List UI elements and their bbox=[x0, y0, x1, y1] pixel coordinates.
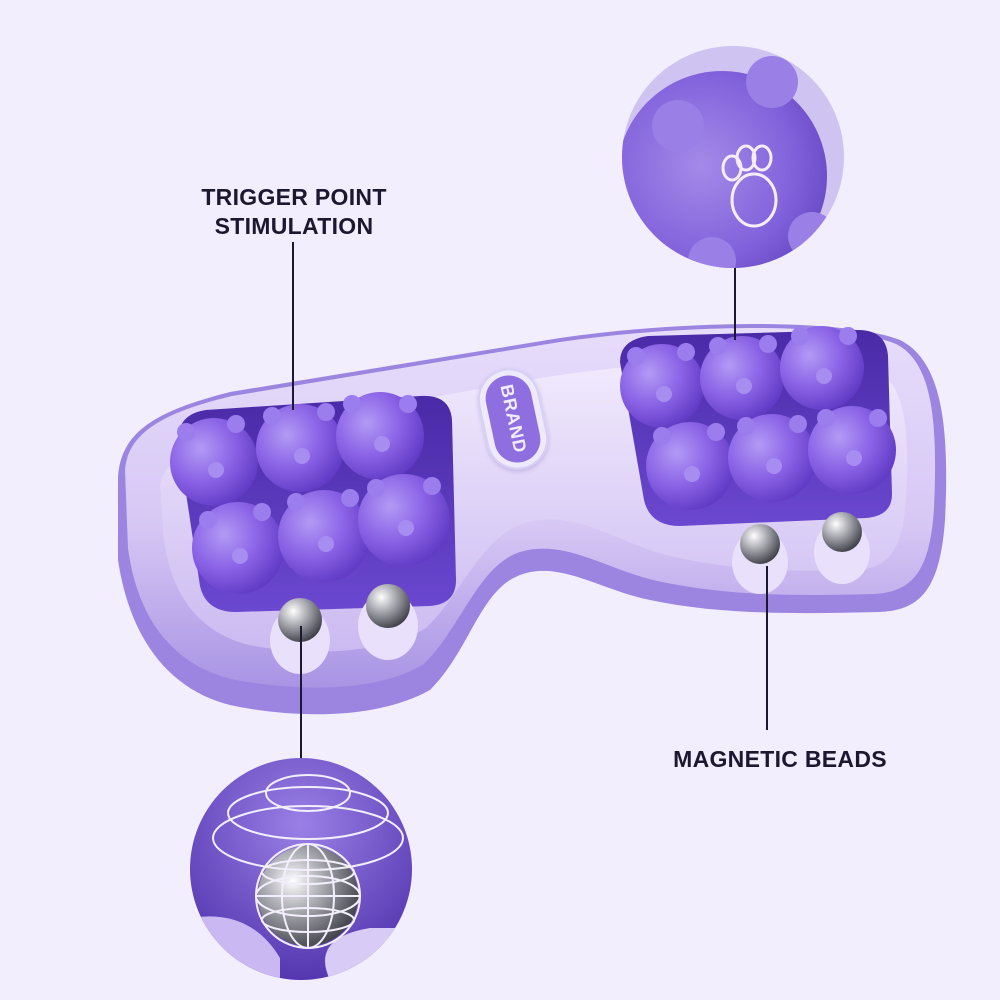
left-roller-group bbox=[170, 392, 450, 594]
magnetic-beads bbox=[270, 512, 870, 674]
trigger-point-label: TRIGGER POINT STIMULATION bbox=[180, 183, 408, 241]
bottom-callout-leader-line bbox=[300, 626, 302, 762]
paw-print-icon bbox=[721, 144, 778, 228]
wireframe-icon bbox=[212, 774, 404, 949]
magnetic-beads-leader-line bbox=[766, 566, 768, 730]
right-roller-group bbox=[620, 326, 896, 510]
trigger-point-label-line1: TRIGGER POINT bbox=[201, 184, 387, 210]
top-callout-leader-line bbox=[734, 266, 736, 340]
brand-text: BRAND bbox=[496, 382, 531, 456]
roller-closeup-callout bbox=[622, 46, 844, 268]
trigger-point-leader-line bbox=[292, 242, 294, 410]
bead-closeup-callout bbox=[190, 758, 412, 980]
trigger-point-label-line2: STIMULATION bbox=[214, 213, 374, 239]
magnetic-beads-label: MAGNETIC BEADS bbox=[673, 746, 887, 772]
